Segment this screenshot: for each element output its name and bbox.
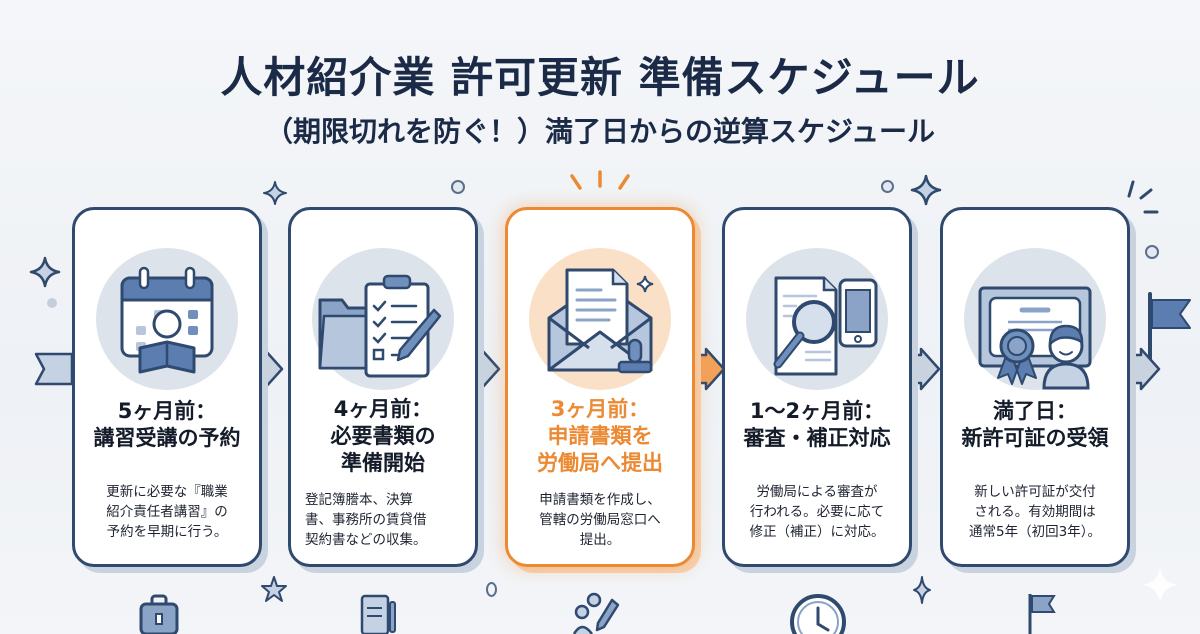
envelope-document-stamp-icon — [547, 268, 654, 374]
step-timing: 1〜2ヶ月前： — [749, 399, 885, 423]
start-flag-ribbon-icon — [34, 352, 74, 386]
circle-decoration — [881, 180, 894, 193]
desc-line: 提出。 — [579, 532, 621, 548]
star-icon — [261, 576, 287, 602]
step-card-expiry-date: 満了日： 新許可証の受領 新しい許可証が交付 される。有効期間は 通常5年（初回… — [940, 207, 1130, 567]
step-heading: 3ヶ月前： 申請書類を 労働局へ提出 — [514, 396, 686, 477]
circle-decoration — [486, 582, 497, 597]
desc-line: 申請書類を作成し、 — [539, 492, 661, 508]
step-card-3-months: 3ヶ月前： 申請書類を 労働局へ提出 申請書類を作成し、 管轄の労働局窓口へ 提… — [505, 207, 695, 567]
desc-line: 通常5年（初回3年）。 — [969, 524, 1101, 540]
step-title: 新許可証の受領 — [961, 426, 1109, 450]
desc-line: 労働局による審査が — [756, 484, 878, 500]
step-title: 審査・補正対応 — [743, 426, 891, 450]
step-icon-circle — [964, 248, 1106, 390]
step-title: 講習受講の予約 — [93, 426, 241, 450]
document-magnifier-phone-icon — [773, 276, 878, 376]
step-title: 必要書類の — [330, 424, 436, 448]
page-title: 人材紹介業 許可更新 準備スケジュール — [220, 53, 980, 102]
briefcase-icon — [139, 594, 179, 634]
step-icon-circle — [312, 248, 454, 390]
highlight-rays-icon — [570, 170, 630, 190]
step-icon-circle — [746, 248, 888, 390]
sparkle-icon — [913, 576, 931, 604]
step-icon-circle — [529, 248, 671, 390]
sparkle-icon — [29, 256, 61, 288]
dot-decoration — [47, 298, 57, 308]
desc-line: 行われる。必要に応て — [749, 504, 885, 520]
step-card-5-months: 5ヶ月前： 講習受講の予約 更新に必要な『職業 紹介責任者講習』の 予約を早期に… — [72, 207, 262, 567]
step-timing: 満了日： — [993, 399, 1077, 423]
circle-decoration — [1145, 245, 1159, 259]
sparkle-icon — [263, 181, 287, 205]
step-timing: 5ヶ月前： — [117, 399, 217, 423]
step-icon-circle — [96, 248, 238, 390]
flow-arrow-active-icon — [692, 347, 726, 391]
desc-line: 紹介責任者講習』の — [106, 504, 228, 520]
step-description: 新しい許可証が交付 される。有効期間は 通常5年（初回3年）。 — [953, 482, 1117, 542]
calendar-reading-person-icon — [120, 266, 214, 374]
step-description: 労働局による審査が 行われる。必要に応て 修正（補正）に対応。 — [735, 482, 899, 542]
step-timing: 3ヶ月前： — [550, 397, 650, 421]
sparkle-icon — [1142, 567, 1178, 603]
desc-line: 登記簿謄本、決算 — [305, 492, 413, 508]
certificate-ribbon-person-icon — [978, 286, 1092, 390]
folder-checklist-pencil-icon — [318, 274, 442, 378]
step-description: 申請書類を作成し、 管轄の労働局窓口へ 提出。 — [518, 490, 682, 550]
step-title: 準備開始 — [341, 451, 425, 475]
step-card-1-2-months: 1〜2ヶ月前： 審査・補正対応 労働局による審査が 行われる。必要に応て 修正（… — [722, 207, 912, 567]
step-description: 更新に必要な『職業 紹介責任者講習』の 予約を早期に行う。 — [85, 482, 249, 542]
flow-arrow-icon — [1127, 347, 1161, 391]
sparkle-icon — [910, 174, 942, 206]
goal-flag-icon — [1028, 594, 1056, 634]
step-heading: 4ヶ月前： 必要書類の 準備開始 — [297, 396, 469, 477]
desc-line: 新しい許可証が交付 — [974, 484, 1096, 500]
desc-line: 修正（補正）に対応。 — [749, 524, 885, 540]
desc-line: 予約を早期に行う。 — [106, 524, 228, 540]
step-card-4-months: 4ヶ月前： 必要書類の 準備開始 登記簿謄本、決算 書、事務所の賃貸借 契約書な… — [288, 207, 478, 567]
desc-line: 管轄の労働局窓口へ — [539, 512, 661, 528]
step-title: 労働局へ提出 — [537, 451, 663, 475]
circle-decoration — [451, 180, 465, 194]
step-heading: 5ヶ月前： 講習受講の予約 — [81, 398, 253, 452]
step-heading: 満了日： 新許可証の受領 — [949, 398, 1121, 452]
step-heading: 1〜2ヶ月前： 審査・補正対応 — [731, 398, 903, 452]
desc-line: 書、事務所の賃貸借 — [305, 512, 427, 528]
step-timing: 4ヶ月前： — [333, 397, 433, 421]
desc-line: 契約書などの収集。 — [305, 532, 427, 548]
people-pencil-icon — [572, 592, 620, 634]
goal-flag-icon — [1148, 292, 1191, 370]
clipboard-list-icon — [360, 594, 396, 634]
step-title: 申請書類を — [547, 424, 653, 448]
desc-line: 更新に必要な『職業 — [106, 484, 228, 500]
clock-icon — [790, 594, 846, 634]
rays-icon — [1127, 180, 1159, 214]
step-description: 登記簿謄本、決算 書、事務所の賃貸借 契約書などの収集。 — [305, 490, 465, 550]
page-subtitle: （期限切れを防ぐ！）満了日からの逆算スケジュール — [264, 115, 936, 148]
desc-line: される。有効期間は — [974, 504, 1096, 520]
